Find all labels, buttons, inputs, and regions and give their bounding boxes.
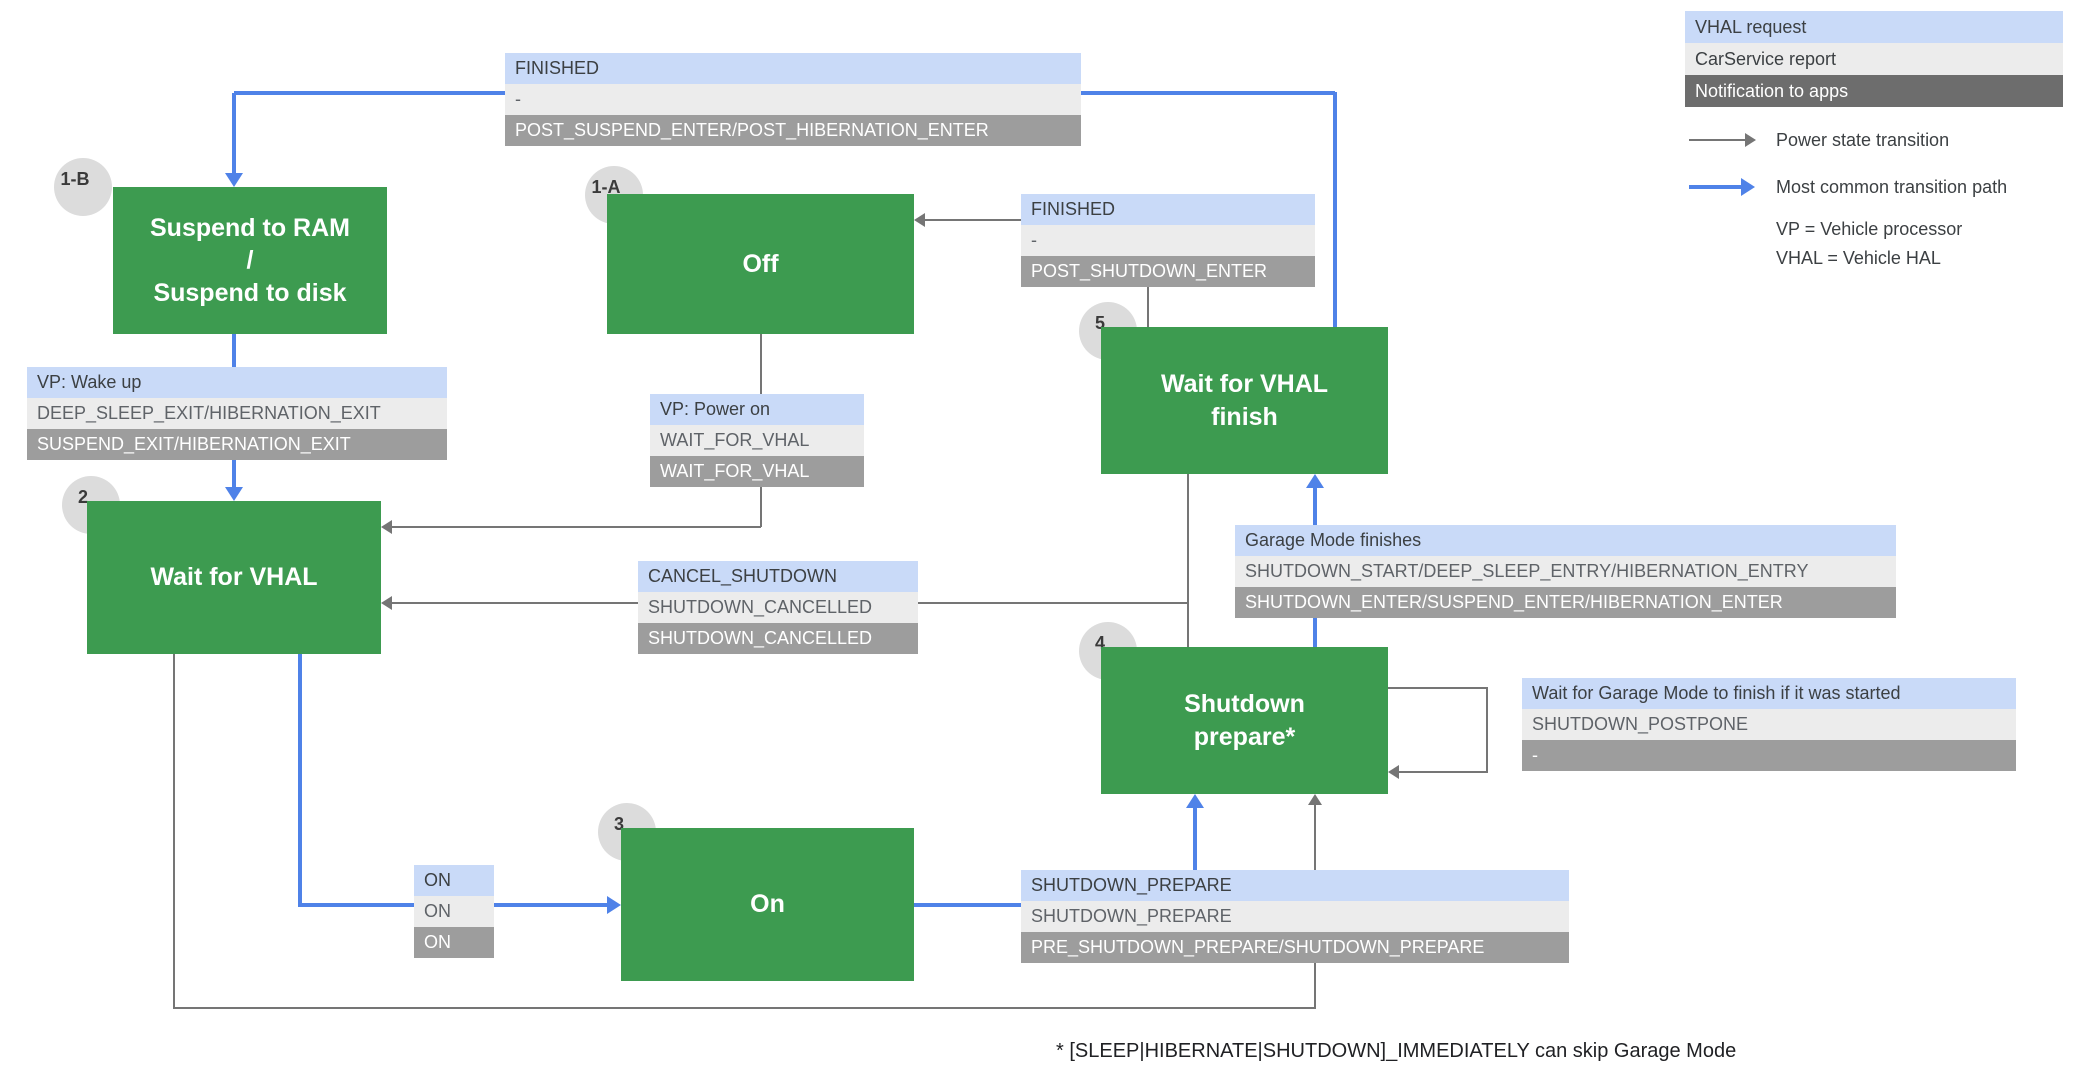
badge-text: 2	[77, 486, 88, 507]
notification-cell: WAIT_FOR_VHAL	[650, 456, 864, 487]
arrowhead-into-suspend	[225, 173, 243, 187]
notification-cell: ON	[414, 927, 494, 958]
arrowhead-into-prepare-postpone	[1388, 765, 1399, 779]
notification-cell: PRE_SHUTDOWN_PREPARE/SHUTDOWN_PREPARE	[1021, 932, 1569, 963]
notification-cell: SHUTDOWN_ENTER/SUSPEND_ENTER/HIBERNATION…	[1235, 587, 1896, 618]
arrowhead-into-on	[607, 896, 621, 914]
arrowhead-into-waitvhal-power-on	[381, 520, 392, 534]
arrowhead-into-waitvhal-wake	[225, 487, 243, 501]
notification-cell: SHUTDOWN_CANCELLED	[638, 623, 918, 654]
carservice-report-cell: WAIT_FOR_VHAL	[650, 425, 864, 456]
vhal-request-cell: FINISHED	[1021, 194, 1315, 225]
transition-label-cancel-shutdown: CANCEL_SHUTDOWN SHUTDOWN_CANCELLED SHUTD…	[638, 561, 918, 654]
path-postpone-loop-top	[1388, 687, 1488, 689]
path-postpone-loop-right	[1486, 687, 1488, 773]
notification-cell: -	[1522, 740, 2016, 771]
transition-label-wake-up: VP: Wake up DEEP_SLEEP_EXIT/HIBERNATION_…	[27, 367, 447, 460]
badge-text: 1-B	[60, 168, 90, 189]
state-wait-for-vhal-finish: Wait for VHAL finish	[1101, 327, 1388, 474]
legend-vhal-request: VHAL request	[1685, 11, 2063, 43]
legend-blue-arrowhead	[1741, 178, 1755, 196]
path-off-to-waitvhal-h	[392, 526, 761, 528]
path-waitvhal-to-prepare-v1	[173, 654, 175, 1009]
state-off: Off	[607, 194, 914, 334]
path-on-to-prepare-v	[1193, 808, 1197, 907]
arrowhead-into-vhal-finish	[1306, 474, 1324, 488]
badge-text: 1-A	[591, 176, 621, 197]
transition-label-on: ON ON ON	[414, 865, 494, 958]
vhal-request-cell: CANCEL_SHUTDOWN	[638, 561, 918, 592]
vhal-request-cell: FINISHED	[505, 53, 1081, 84]
notification-cell: POST_SUSPEND_ENTER/POST_HIBERNATION_ENTE…	[505, 115, 1081, 146]
path-finish-to-suspend-right	[1333, 92, 1337, 327]
transition-label-shutdown-postpone: Wait for Garage Mode to finish if it was…	[1522, 678, 2016, 771]
vhal-request-cell: Garage Mode finishes	[1235, 525, 1896, 556]
carservice-report-cell: -	[1021, 225, 1315, 256]
carservice-report-cell: DEEP_SLEEP_EXIT/HIBERNATION_EXIT	[27, 398, 447, 429]
carservice-report-cell: ON	[414, 896, 494, 927]
carservice-report-cell: -	[505, 84, 1081, 115]
transition-label-power-on: VP: Power on WAIT_FOR_VHAL WAIT_FOR_VHAL	[650, 394, 864, 487]
badge-text: 4	[1094, 632, 1105, 653]
notification-cell: POST_SHUTDOWN_ENTER	[1021, 256, 1315, 287]
carservice-report-cell: SHUTDOWN_CANCELLED	[638, 592, 918, 623]
arrowhead-into-waitvhal-cancel	[381, 596, 392, 610]
arrowhead-into-prepare-common	[1186, 794, 1204, 808]
legend-blue-arrow-line	[1689, 185, 1741, 189]
legend-most-common-transition: Most common transition path	[1776, 177, 2008, 197]
path-finish-to-suspend-down	[232, 93, 236, 174]
state-badge-1b: 1-B	[54, 158, 112, 216]
path-cancel-shutdown-v	[1187, 474, 1189, 647]
path-postpone-loop-bottom	[1399, 771, 1488, 773]
legend-carservice-report: CarService report	[1685, 43, 2063, 75]
legend-vhal-abbreviation: VHAL = Vehicle HAL	[1776, 248, 1941, 268]
carservice-report-cell: SHUTDOWN_PREPARE	[1021, 901, 1569, 932]
vhal-request-cell: Wait for Garage Mode to finish if it was…	[1522, 678, 2016, 709]
legend-vp-abbreviation: VP = Vehicle processor	[1776, 219, 1963, 239]
path-waitvhal-to-prepare-h	[173, 1007, 1316, 1009]
carservice-report-cell: SHUTDOWN_START/DEEP_SLEEP_ENTRY/HIBERNAT…	[1235, 556, 1896, 587]
carservice-report-cell: SHUTDOWN_POSTPONE	[1522, 709, 2016, 740]
notification-cell: SUSPEND_EXIT/HIBERNATION_EXIT	[27, 429, 447, 460]
state-wait-for-vhal: Wait for VHAL	[87, 501, 381, 654]
path-waitvhal-to-on-v	[298, 654, 302, 907]
legend-black-arrowhead	[1745, 133, 1756, 147]
legend-black-arrow-line	[1689, 139, 1745, 141]
legend-power-state-transition: Power state transition	[1776, 130, 1950, 150]
transition-label-garage-mode-finishes: Garage Mode finishes SHUTDOWN_START/DEEP…	[1235, 525, 1896, 618]
state-suspend-to-ram: Suspend to RAM / Suspend to disk	[113, 187, 387, 334]
transition-label-shutdown-prepare: SHUTDOWN_PREPARE SHUTDOWN_PREPARE PRE_SH…	[1021, 870, 1569, 963]
legend-notification-to-apps: Notification to apps	[1685, 75, 2063, 107]
vhal-request-cell: VP: Power on	[650, 394, 864, 425]
vhal-request-cell: ON	[414, 865, 494, 896]
footnote-skip-garage-mode: * [SLEEP|HIBERNATE|SHUTDOWN]_IMMEDIATELY…	[1056, 1040, 1737, 1062]
badge-text: 5	[1094, 312, 1105, 333]
transition-label-finished-shutdown: FINISHED - POST_SHUTDOWN_ENTER	[1021, 194, 1315, 287]
arrowhead-into-prepare-direct	[1308, 794, 1322, 805]
state-on: On	[621, 828, 914, 981]
arrowhead-into-off	[914, 213, 925, 227]
vhal-request-cell: VP: Wake up	[27, 367, 447, 398]
transition-label-finished-suspend: FINISHED - POST_SUSPEND_ENTER/POST_HIBER…	[505, 53, 1081, 146]
state-shutdown-prepare: Shutdown prepare*	[1101, 647, 1388, 794]
badge-text: 3	[613, 813, 624, 834]
vhal-request-cell: SHUTDOWN_PREPARE	[1021, 870, 1569, 901]
